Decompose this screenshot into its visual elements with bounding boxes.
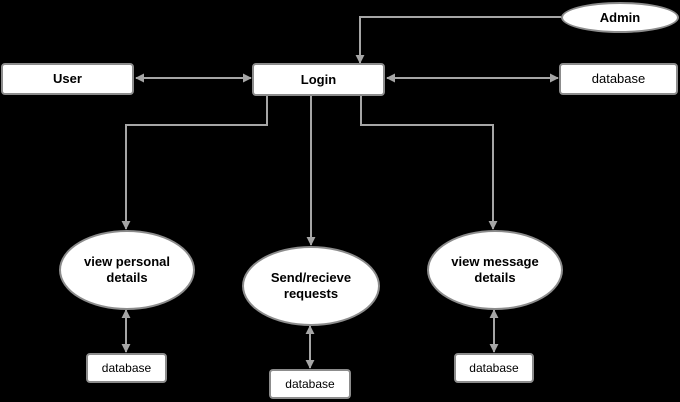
send-requests-line2: requests (283, 286, 339, 301)
database-left-node: database (86, 353, 167, 383)
database-center-node: database (269, 369, 351, 399)
send-recieve-requests-node: Send/recieve requests (242, 246, 380, 326)
view-personal-line1: view personal (84, 254, 170, 269)
database-top-node: database (559, 63, 678, 95)
edge-admin-login (355, 16, 561, 64)
login-node: Login (252, 63, 385, 96)
login-label: Login (300, 71, 337, 87)
user-label: User (53, 71, 82, 86)
database-left-label: database (101, 360, 152, 375)
view-personal-details-node: view personal details (59, 230, 195, 310)
send-requests-line1: Send/recieve (270, 270, 352, 285)
database-right-node: database (454, 353, 534, 383)
edge-login-view-message (360, 96, 498, 230)
view-message-line2: details (474, 270, 516, 285)
database-top-label: database (591, 71, 646, 86)
user-node: User (1, 63, 134, 95)
view-message-details-node: view message details (427, 230, 563, 310)
edge-login-view-personal (121, 96, 268, 230)
database-center-label: database (285, 376, 335, 391)
view-message-line1: view message (451, 254, 539, 269)
admin-label: Admin (599, 9, 641, 25)
admin-node: Admin (561, 2, 679, 33)
database-right-label: database (469, 360, 519, 375)
view-personal-line2: details (106, 270, 148, 285)
